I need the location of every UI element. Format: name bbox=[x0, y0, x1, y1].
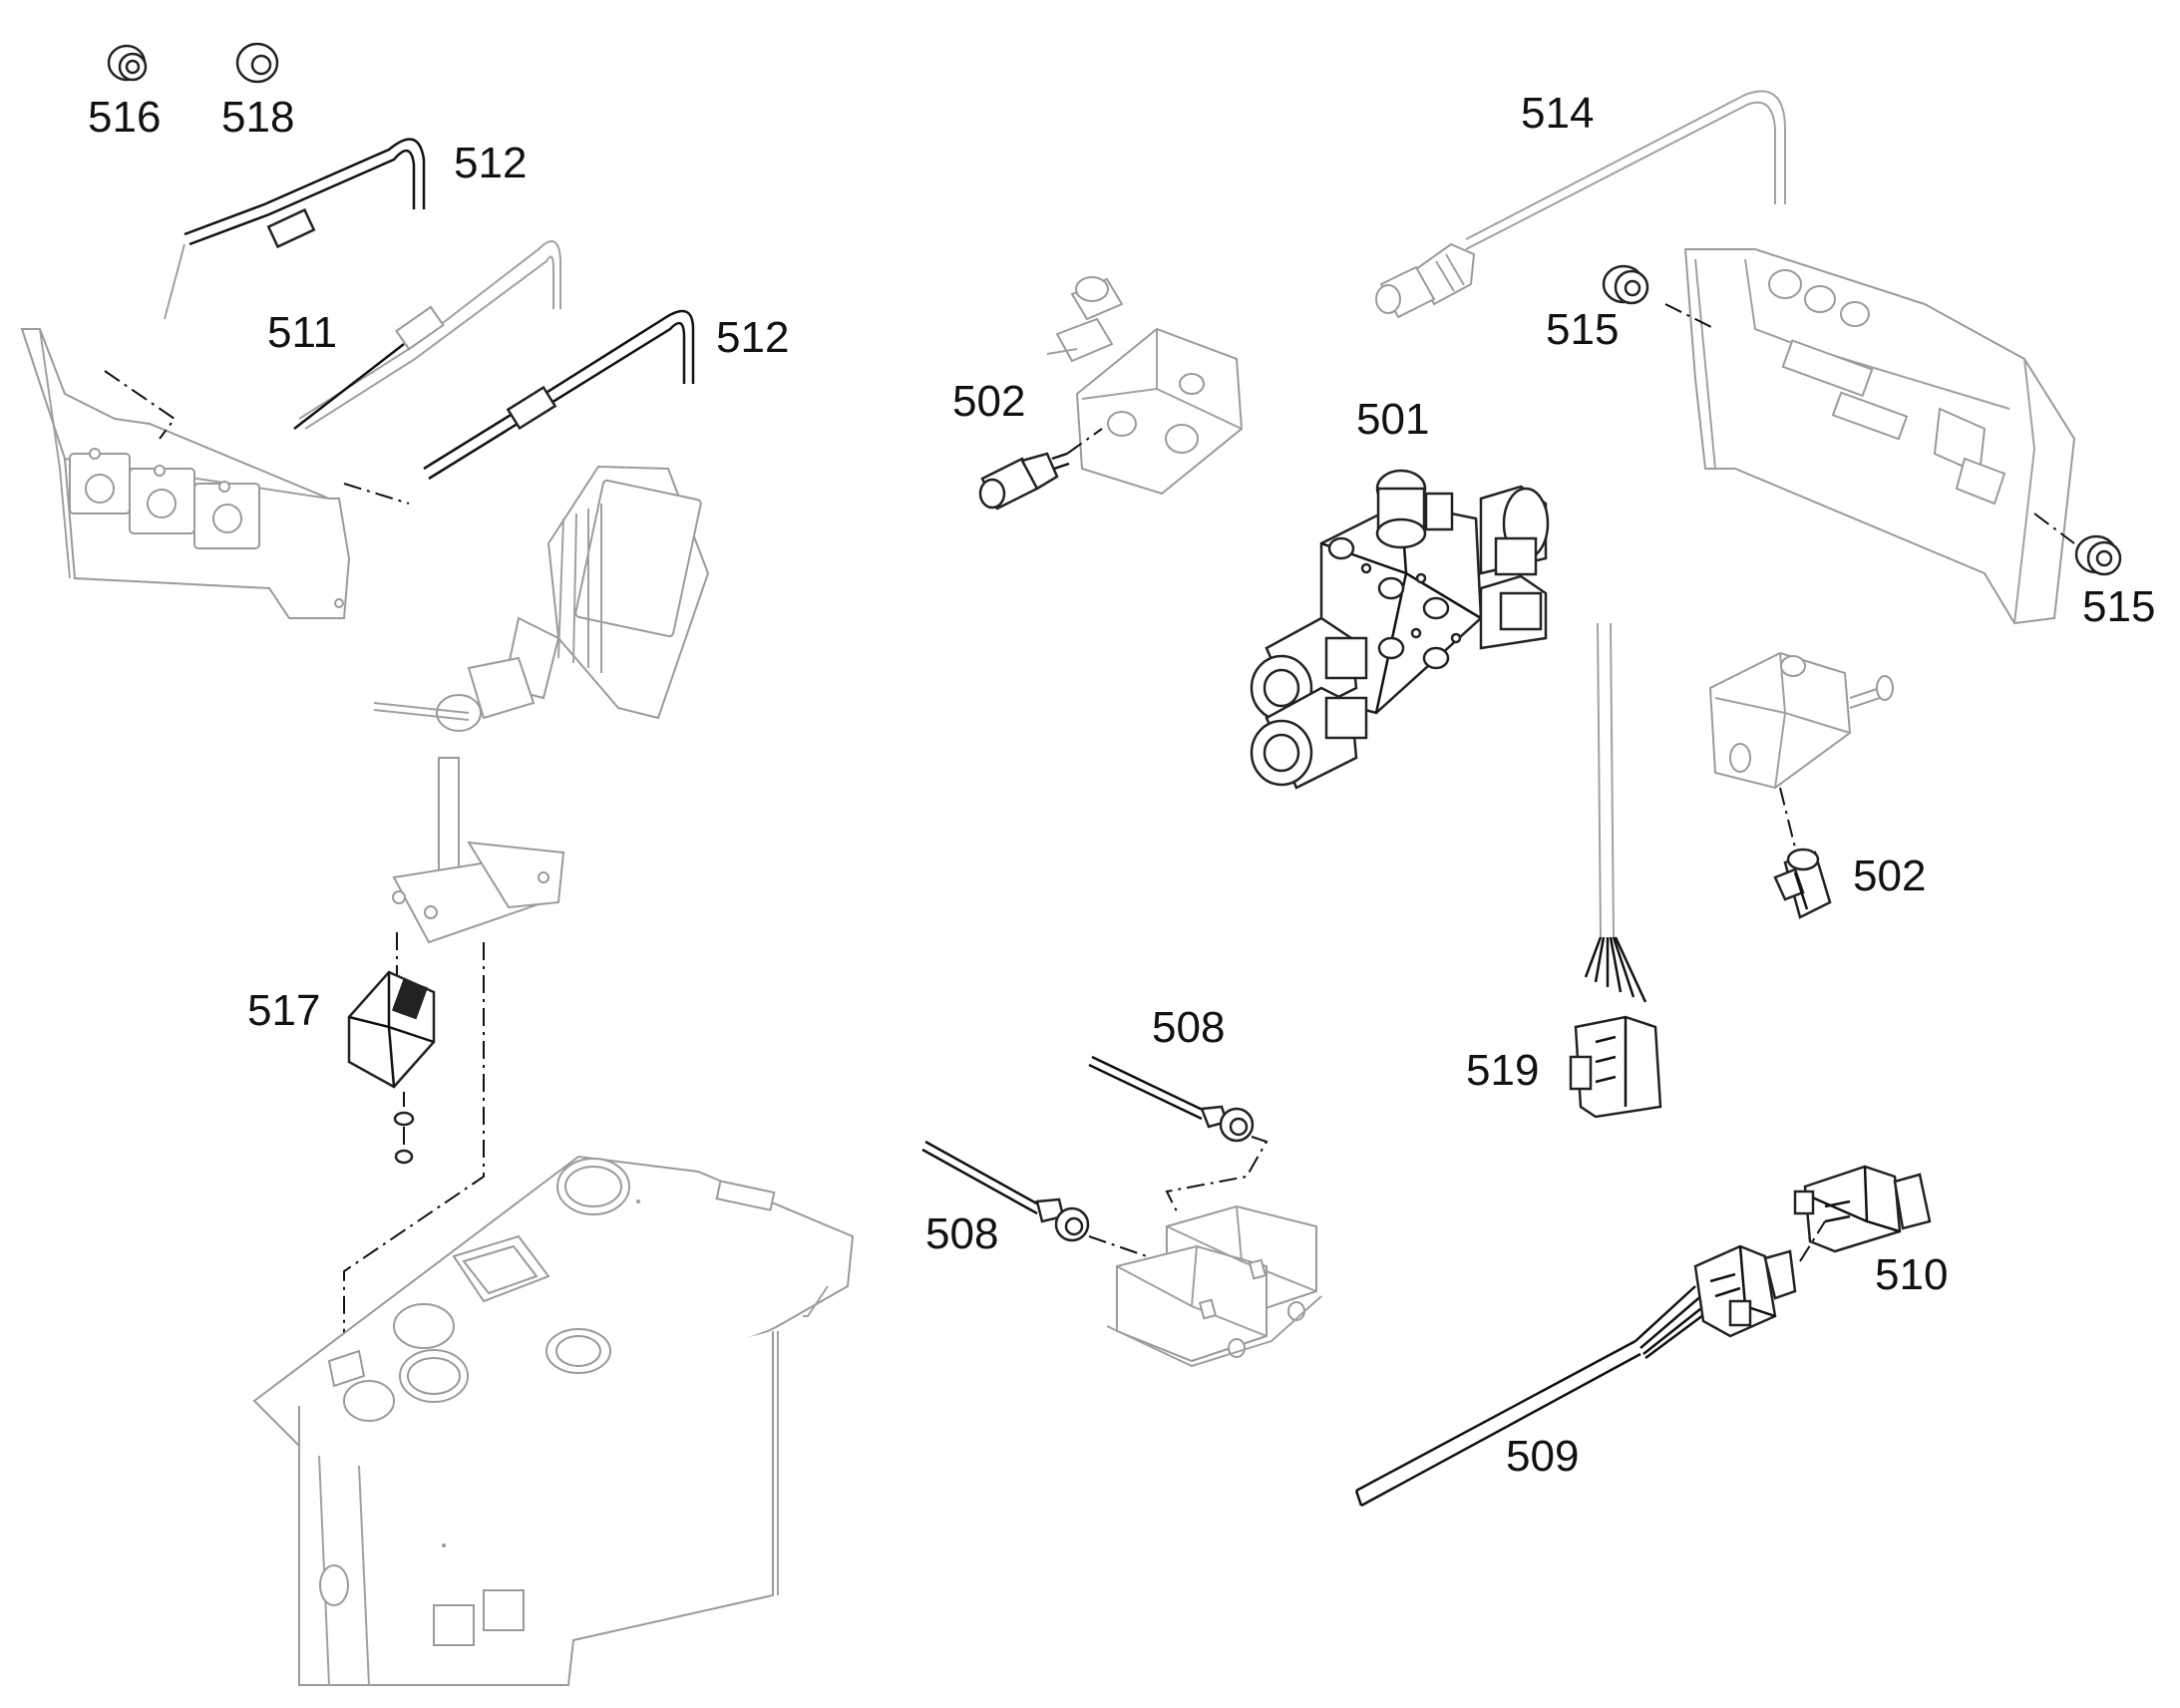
part-501-valve-block[interactable] bbox=[1250, 469, 1550, 790]
label-511: 511 bbox=[267, 308, 337, 357]
controller-modules bbox=[1106, 1204, 1322, 1368]
label-502-upper: 502 bbox=[952, 377, 1025, 426]
label-518: 518 bbox=[221, 93, 294, 142]
callout-labels: 516 518 512 511 512 514 515 515 502 501 … bbox=[88, 89, 2155, 1481]
label-516: 516 bbox=[88, 93, 161, 142]
part-514-sensor-cable[interactable] bbox=[1375, 90, 1786, 319]
console-housing bbox=[252, 1155, 855, 1686]
label-515-upper: 515 bbox=[1546, 305, 1619, 354]
label-514: 514 bbox=[1521, 89, 1594, 138]
part-519-wire-harness[interactable] bbox=[1569, 622, 1662, 1119]
part-508-cable-upper[interactable] bbox=[1088, 1055, 1269, 1212]
label-519: 519 bbox=[1466, 1046, 1539, 1095]
part-502-sensor-lower[interactable] bbox=[1773, 848, 1832, 919]
part-517-module[interactable] bbox=[347, 970, 436, 1165]
part-512-cable-upper[interactable] bbox=[164, 138, 426, 320]
part-515-grommet-upper[interactable] bbox=[1602, 264, 1649, 305]
monitor-stand-assembly bbox=[343, 465, 710, 1336]
label-515-lower: 515 bbox=[2082, 582, 2155, 631]
label-501: 501 bbox=[1356, 395, 1429, 444]
valve-block-upper bbox=[1046, 276, 1244, 496]
label-508-lower: 508 bbox=[925, 1209, 998, 1258]
label-512-lower: 512 bbox=[716, 313, 789, 362]
part-515-grommet-lower[interactable] bbox=[2074, 534, 2122, 576]
part-511-cable-middle[interactable] bbox=[293, 240, 561, 430]
label-509: 509 bbox=[1506, 1432, 1579, 1481]
part-510-connector[interactable] bbox=[1793, 1165, 1932, 1253]
part-502-sensor-upper[interactable] bbox=[978, 452, 1070, 511]
label-517: 517 bbox=[247, 986, 320, 1035]
part-508-cable-lower[interactable] bbox=[921, 1140, 1148, 1257]
label-508-upper: 508 bbox=[1152, 1003, 1225, 1052]
label-510: 510 bbox=[1875, 1250, 1948, 1299]
valve-block-right bbox=[1708, 651, 1894, 849]
part-518-washer[interactable] bbox=[235, 42, 279, 84]
label-502-lower: 502 bbox=[1853, 852, 1926, 900]
part-509-cable-connector[interactable] bbox=[1354, 1220, 1826, 1508]
part-516-grommet[interactable] bbox=[107, 44, 148, 82]
right-bracket-panel bbox=[1664, 248, 2076, 625]
part-512-cable-lower[interactable] bbox=[423, 309, 695, 481]
left-bracket-panel bbox=[20, 328, 410, 619]
label-512-upper: 512 bbox=[454, 139, 527, 187]
